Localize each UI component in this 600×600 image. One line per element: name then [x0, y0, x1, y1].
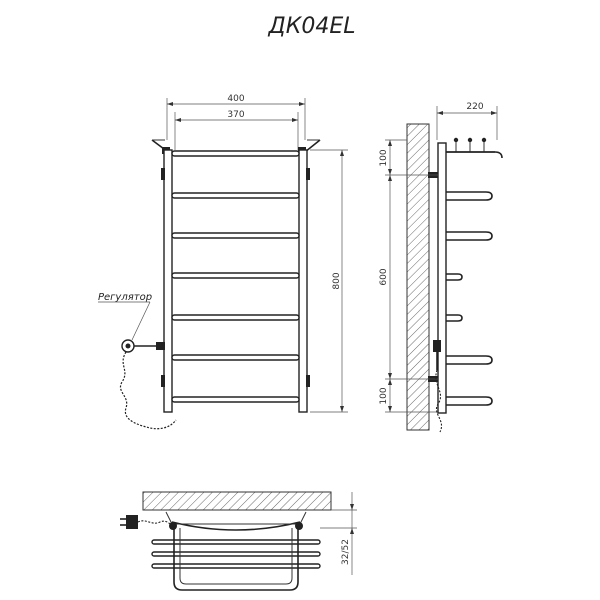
dim-total-width: 400: [166, 94, 306, 140]
top-wall-section: [142, 491, 332, 511]
dim-wall-offset-value: 32/52: [341, 539, 351, 565]
dim-depth-value: 220: [466, 102, 483, 112]
coiled-cable: [120, 351, 177, 430]
front-view: 400 370: [98, 94, 348, 430]
wall-section: [406, 123, 430, 431]
plug-icon: [120, 515, 171, 529]
heating-element-icon: [433, 340, 441, 352]
rungs: [171, 150, 300, 403]
left-rail: [163, 149, 173, 413]
regulator: Регулятор: [98, 292, 177, 430]
dim-mount-spacing-value: 600: [379, 268, 389, 285]
dim-depth: 220: [436, 102, 498, 140]
drawing-title: ДК04EL: [268, 14, 356, 39]
side-rail: [437, 142, 447, 414]
dim-height: 800: [310, 149, 348, 413]
dim-top-offset-value: 100: [379, 149, 389, 166]
side-view: 220: [379, 102, 503, 433]
dim-total-width-value: 400: [227, 94, 244, 104]
dim-inner-width: 370: [174, 110, 299, 150]
dim-bottom-offset-value: 100: [379, 387, 389, 404]
dim-wall-offset: 32/52: [320, 492, 357, 575]
side-rungs: [446, 191, 493, 406]
top-view: 32/52: [120, 491, 357, 591]
right-rail: [298, 149, 308, 413]
dim-height-value: 800: [332, 272, 342, 289]
dim-inner-width-value: 370: [227, 110, 244, 120]
regulator-label: Регулятор: [98, 292, 152, 303]
